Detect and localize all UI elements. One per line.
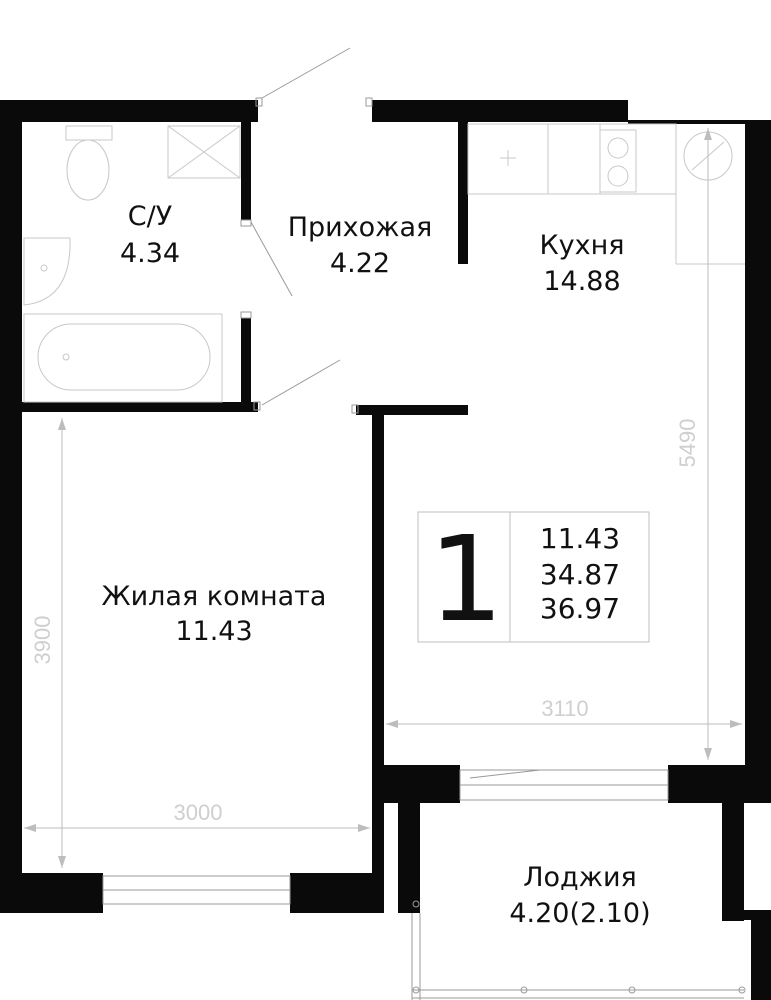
total-area-value: 34.87	[540, 558, 620, 591]
wall-top-bathroom	[0, 100, 258, 122]
door-bathroom-jamb-bottom	[240, 311, 252, 319]
room-loggia-area: 4.20(2.10)	[509, 898, 650, 929]
total-area-with-loggia-value: 36.97	[540, 592, 620, 625]
toilet-icon	[65, 125, 113, 201]
dim-living-height: 3900	[30, 616, 55, 665]
room-living-area: 11.43	[175, 616, 252, 647]
walls	[0, 100, 771, 1000]
dim-kitchen-height: 5490	[675, 419, 700, 468]
summary-box	[417, 511, 650, 643]
door-living-jamb-left	[253, 401, 261, 411]
wall-loggia-left	[398, 803, 420, 913]
sink-icon	[500, 150, 516, 166]
wall-hallway-kitchen	[458, 120, 468, 264]
wall-living-kitchen	[372, 405, 384, 897]
wall-kitchen-bottom-right	[668, 765, 771, 803]
fixtures	[23, 123, 745, 403]
stove-icon	[599, 129, 637, 193]
door-living-swing	[261, 359, 341, 406]
wall-top-kitchen-right	[628, 120, 771, 124]
wall-bathroom-bottom	[0, 402, 258, 412]
door-entrance-jamb-left	[255, 97, 263, 107]
room-kitchen-name: Кухня	[539, 230, 624, 261]
wall-loggia-right-outer	[744, 910, 771, 920]
dimension-lines	[24, 128, 742, 868]
dim-kitchen-width: 3110	[541, 696, 588, 721]
shower-icon	[167, 125, 241, 179]
wall-bathroom-right-lower	[241, 318, 251, 410]
wall-kitchen-bottom-left	[384, 765, 460, 803]
room-hallway-area: 4.22	[330, 248, 390, 279]
wall-living-bottom-right	[290, 873, 384, 913]
door-bathroom-jamb-top	[240, 219, 252, 227]
wall-loggia-right-stub	[751, 920, 771, 1000]
door-entrance-swing	[261, 47, 351, 99]
room-hallway-name: Прихожая	[288, 212, 433, 243]
room-kitchen-area: 14.88	[543, 266, 620, 297]
window-kitchen	[459, 769, 669, 801]
wall-living-bottom-left	[0, 873, 103, 913]
door-living-jamb-right	[351, 404, 359, 414]
room-living-name: Жилая комната	[102, 581, 327, 612]
rooms-count: 1	[428, 510, 503, 648]
wall-bathroom-right-upper	[241, 120, 251, 220]
bathtub-icon	[23, 313, 223, 403]
living-area-value: 11.43	[540, 522, 620, 555]
doors	[240, 47, 373, 414]
wall-loggia-right	[722, 803, 744, 921]
wall-right	[745, 120, 771, 768]
washbasin-icon	[23, 237, 71, 306]
room-loggia-name: Лоджия	[523, 862, 637, 893]
loggia-glazing	[411, 900, 746, 1000]
wall-living-kitchen-top	[356, 405, 468, 415]
door-entrance-jamb-right	[365, 97, 373, 107]
windows	[102, 769, 746, 1000]
door-bathroom-swing	[250, 221, 293, 297]
wall-top-kitchen	[372, 100, 628, 122]
window-living	[102, 875, 291, 905]
dim-living-width: 3000	[174, 800, 223, 825]
room-bathroom-area: 4.34	[120, 238, 180, 269]
room-bathroom-name: С/У	[128, 201, 172, 232]
wall-left	[0, 100, 22, 897]
